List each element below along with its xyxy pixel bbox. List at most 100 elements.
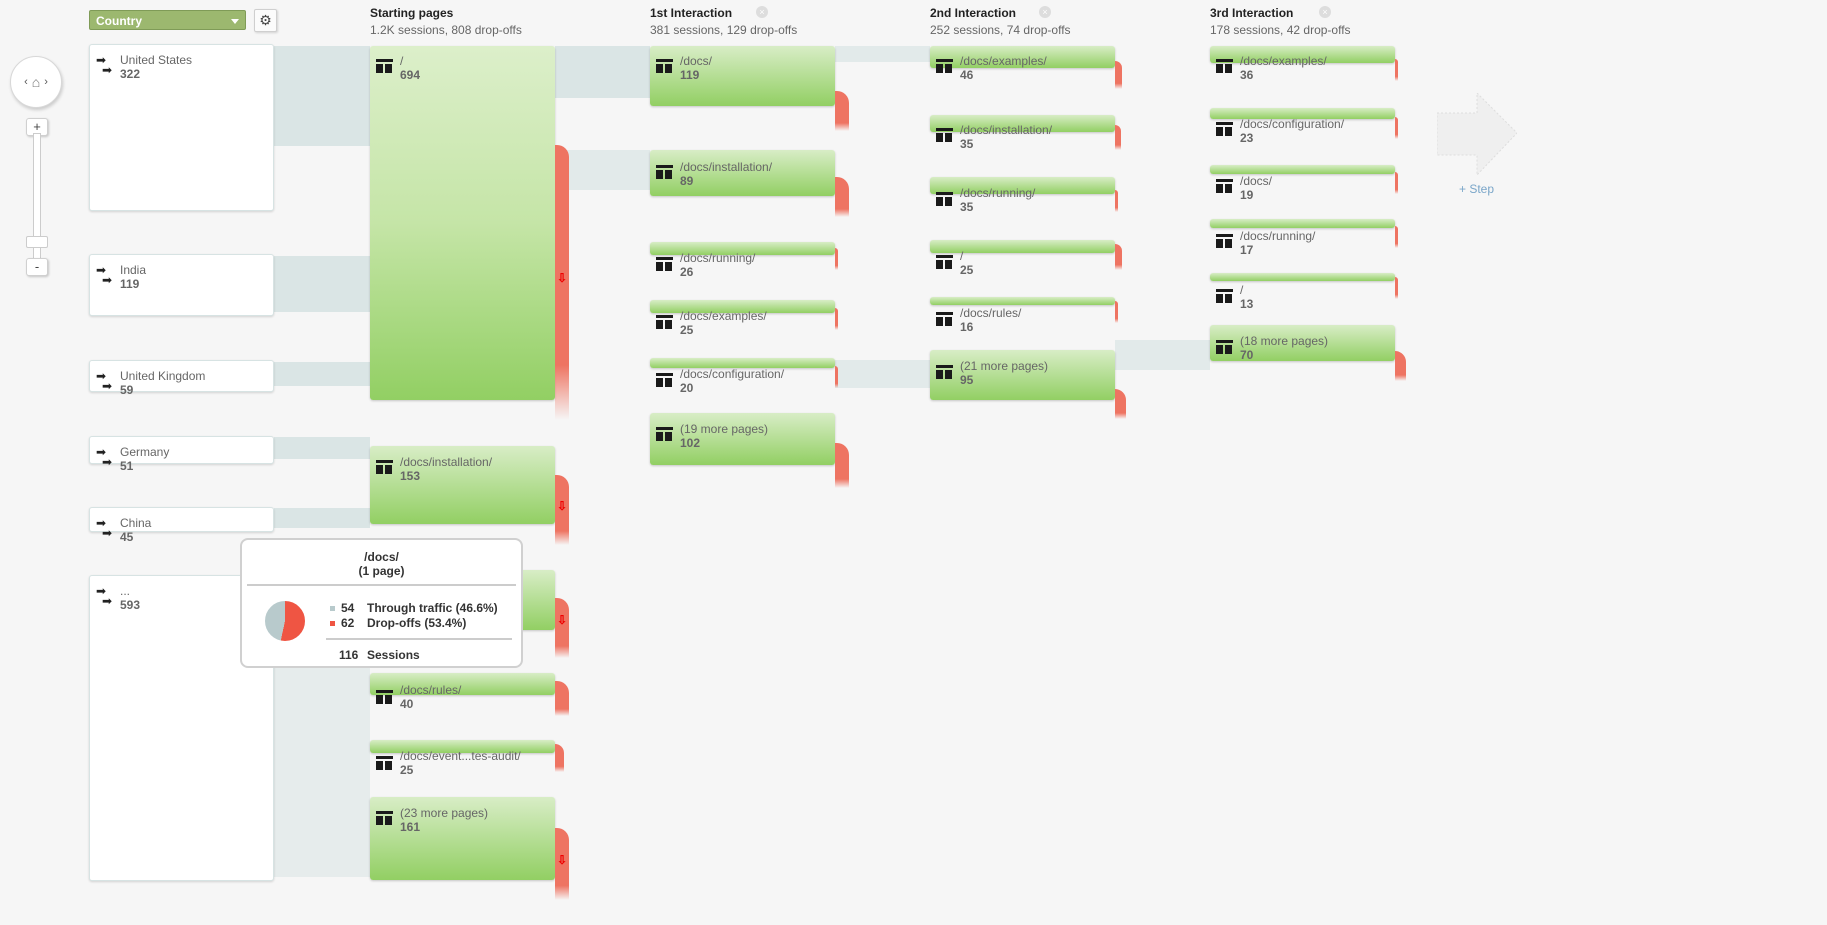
close-icon[interactable]: ×: [1039, 6, 1051, 18]
page-icon: [936, 312, 953, 326]
dropoff-bar[interactable]: [555, 744, 564, 772]
page-node[interactable]: [650, 300, 835, 313]
page-node[interactable]: [930, 46, 1115, 68]
dimension-select[interactable]: Country: [89, 10, 246, 30]
home-icon[interactable]: ⌂: [31, 74, 41, 90]
page-label: /docs/running/: [1240, 229, 1316, 243]
flow-band: [835, 46, 930, 62]
page-node[interactable]: [1210, 46, 1395, 63]
page-node[interactable]: [650, 150, 835, 196]
dropoff-bar[interactable]: [1395, 59, 1398, 81]
add-step-label: + Step: [1459, 182, 1495, 196]
country-sessions: 51: [120, 459, 134, 473]
dropoff-bar[interactable]: [835, 91, 849, 131]
pan-right-icon[interactable]: ›: [44, 76, 48, 88]
page-node[interactable]: [370, 673, 555, 695]
page-node[interactable]: [1210, 273, 1395, 281]
page-label: /docs/running/: [960, 186, 1036, 200]
page-sessions: 46: [960, 68, 974, 82]
page-label: /docs/installation/: [680, 160, 773, 174]
dropoff-bar[interactable]: [1115, 389, 1126, 419]
country-node[interactable]: ➡➡ China 45: [89, 507, 274, 544]
through-value: 54: [341, 601, 355, 615]
dropoff-bar[interactable]: ⇩: [555, 598, 569, 658]
page-icon: [1216, 179, 1233, 193]
page-sessions: 70: [1240, 348, 1254, 362]
page-node[interactable]: [1210, 219, 1395, 228]
zoom-slider-handle[interactable]: [26, 236, 48, 248]
gear-icon: ⚙: [259, 12, 272, 28]
close-icon[interactable]: ×: [756, 6, 768, 18]
country-node[interactable]: ➡➡ India 119: [89, 254, 274, 316]
dropoff-bar[interactable]: ⇩: [555, 475, 569, 545]
dropoff-bar[interactable]: [835, 366, 838, 388]
chevron-down-icon: [231, 19, 239, 24]
dropoff-bar[interactable]: [1395, 277, 1398, 299]
page-node[interactable]: [930, 115, 1115, 132]
page-node[interactable]: [370, 446, 555, 524]
settings-button[interactable]: ⚙: [254, 9, 277, 32]
column-header-starting-pages: Starting pages 1.2K sessions, 808 drop-o…: [370, 6, 522, 37]
page-node[interactable]: [650, 358, 835, 368]
pan-navigator[interactable]: ‹ ⌂ ›: [10, 56, 62, 108]
page-sessions: 89: [680, 174, 694, 188]
page-node[interactable]: [930, 240, 1115, 253]
flow-band: [274, 508, 370, 528]
page-node[interactable]: [370, 797, 555, 880]
dropoff-bar[interactable]: [555, 681, 569, 716]
page-node[interactable]: [1210, 108, 1395, 119]
country-name: China: [120, 516, 152, 530]
dropoff-bar[interactable]: ⇩: [555, 145, 569, 420]
country-node[interactable]: ➡➡ United States 322: [89, 44, 274, 211]
dropoff-bar[interactable]: [835, 308, 838, 330]
page-node[interactable]: [930, 297, 1115, 305]
dropoff-bar[interactable]: [1115, 125, 1121, 150]
country-sessions: 593: [120, 598, 141, 612]
pan-left-icon[interactable]: ‹: [24, 76, 28, 88]
country-node[interactable]: ➡➡ United Kingdom 59: [89, 360, 274, 397]
dropoff-bar[interactable]: [1115, 244, 1122, 270]
page-node[interactable]: [650, 242, 835, 255]
country-node[interactable]: ➡➡ Germany 51: [89, 436, 274, 473]
dropoff-bar[interactable]: [1395, 117, 1398, 139]
through-swatch: [330, 606, 335, 612]
page-node[interactable]: [370, 46, 555, 400]
page-icon: [376, 756, 393, 770]
page-node[interactable]: [650, 46, 835, 106]
dropoff-bar[interactable]: [835, 248, 838, 270]
dropoff-bar[interactable]: [1395, 172, 1398, 194]
page-label: (18 more pages): [1240, 334, 1329, 348]
close-icon[interactable]: ×: [1319, 6, 1331, 18]
page-node[interactable]: [1210, 325, 1395, 361]
page-node[interactable]: [370, 740, 555, 753]
dropoff-bar[interactable]: [1395, 226, 1398, 248]
sessions-label: Sessions: [367, 648, 420, 662]
page-icon: [936, 192, 953, 206]
dropoff-bar[interactable]: [835, 177, 849, 217]
page-label: /docs/examples/: [960, 54, 1047, 68]
dropoff-bar[interactable]: [1115, 190, 1118, 212]
entry-arrows-icon: ➡➡: [96, 369, 113, 393]
page-node[interactable]: [930, 350, 1115, 400]
dropoff-bar[interactable]: [1395, 351, 1406, 381]
page-sessions: 36: [1240, 68, 1254, 82]
page-label: (23 more pages): [400, 806, 489, 820]
page-label: /docs/event...tes-audit/: [400, 749, 521, 763]
zoom-out-button[interactable]: -: [26, 258, 48, 276]
add-step-button[interactable]: + Step: [1436, 91, 1518, 196]
page-label: /docs/installation/: [960, 123, 1053, 137]
page-node[interactable]: [1210, 165, 1395, 174]
dropoff-bar[interactable]: ⇩: [555, 828, 569, 900]
through-label: Through traffic (46.6%): [367, 601, 498, 615]
page-sessions: 26: [680, 265, 694, 279]
dropoff-arrow-icon: ⇩: [557, 613, 568, 627]
page-node[interactable]: [930, 177, 1115, 194]
dropoff-bar[interactable]: [835, 443, 849, 488]
dropoff-bar[interactable]: [1115, 301, 1118, 323]
dropoff-bar[interactable]: [1115, 61, 1122, 89]
page-label: /: [960, 249, 964, 263]
page-label: /docs/configuration/: [680, 367, 785, 381]
entry-arrows-icon: ➡➡: [96, 263, 113, 287]
page-node[interactable]: [650, 413, 835, 465]
